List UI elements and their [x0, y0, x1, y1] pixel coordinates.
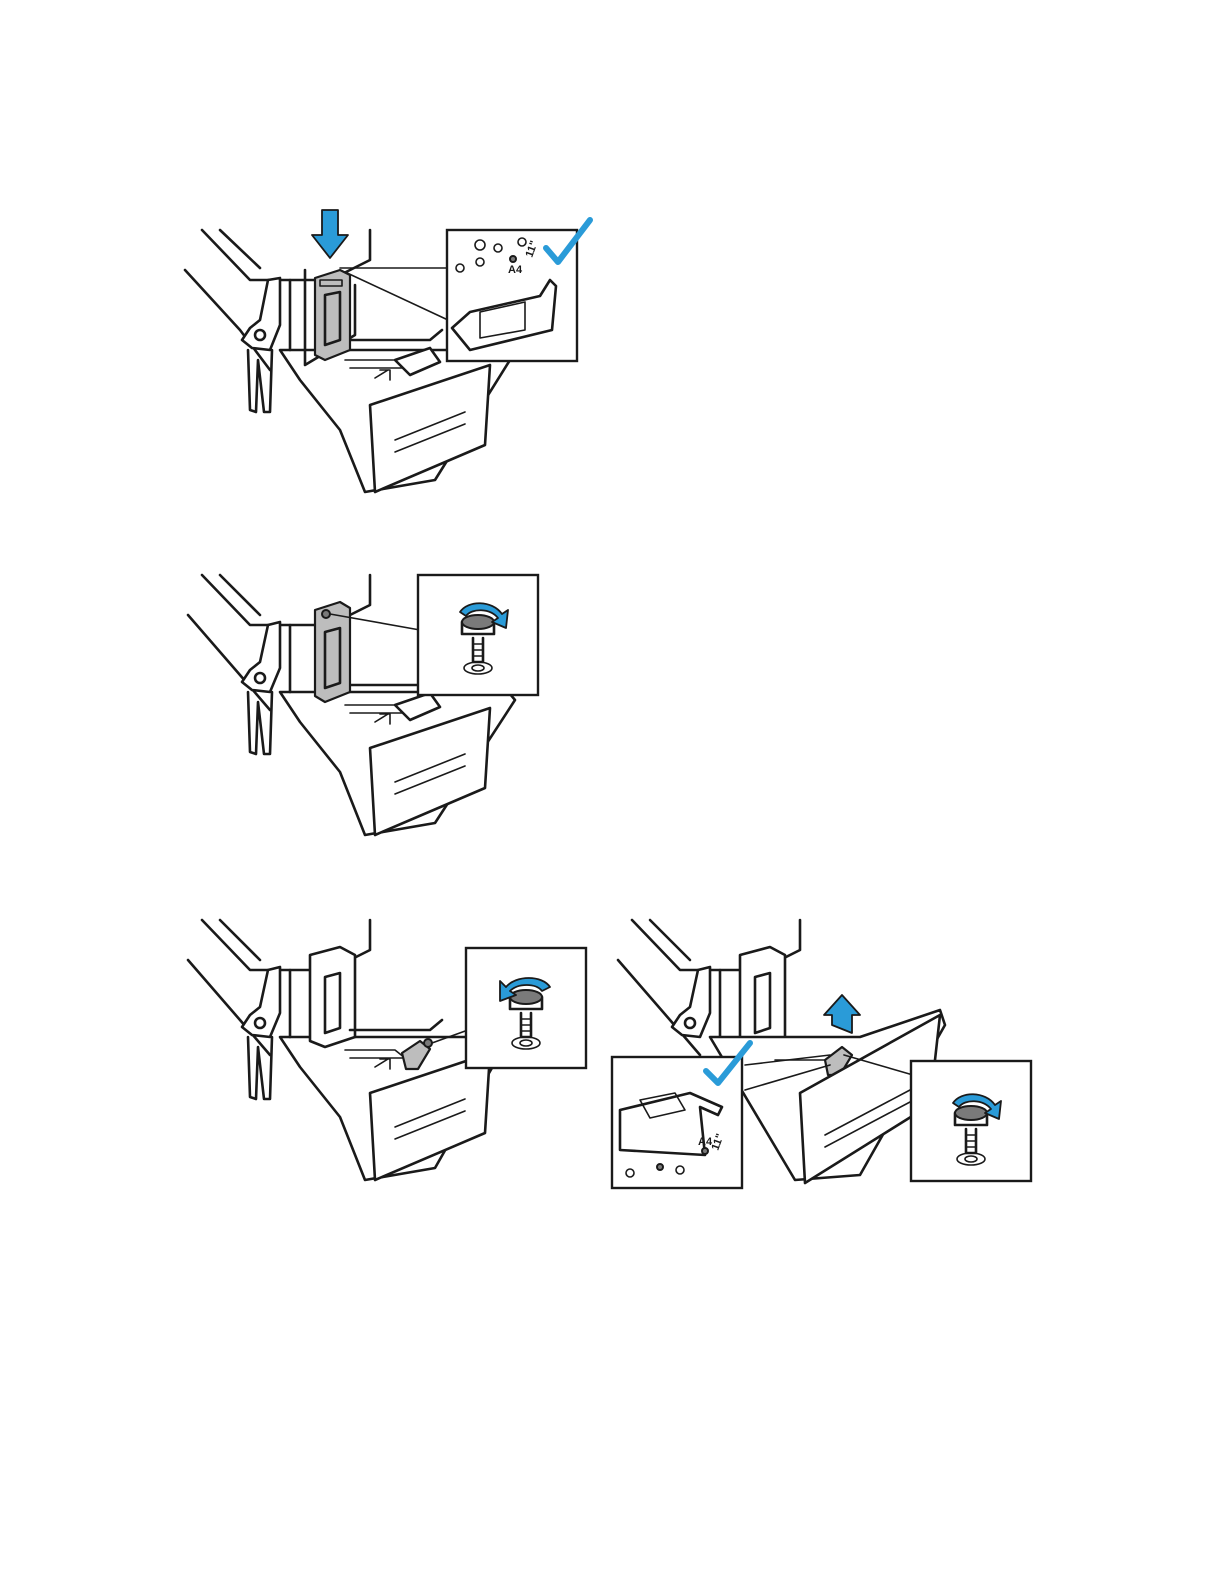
- down-arrow-icon: [312, 210, 348, 258]
- figure-step-1: A4 11": [180, 200, 610, 500]
- figure-step-3: [180, 915, 600, 1185]
- figure-step-2: [180, 570, 550, 840]
- thumbscrew-small: [322, 610, 330, 618]
- end-guide: [740, 947, 785, 1047]
- a4-label: A4: [508, 264, 523, 276]
- up-arrow-icon: [824, 995, 860, 1033]
- figure-step-4: A4 11": [610, 915, 1040, 1195]
- thumbscrew-small: [424, 1039, 432, 1047]
- end-guide: [310, 947, 355, 1047]
